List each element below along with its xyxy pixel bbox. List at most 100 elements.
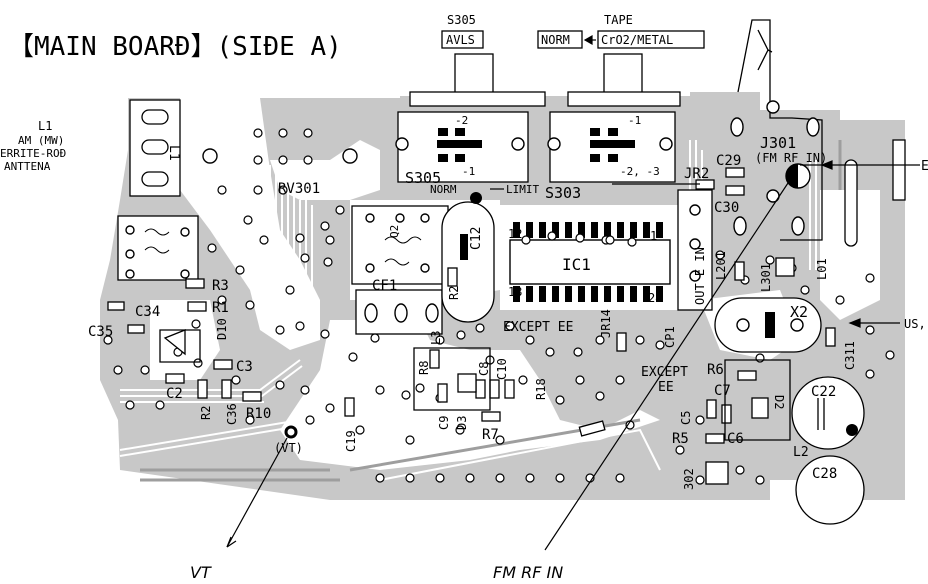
label-except-ee-1: EXCEPT EE (503, 320, 573, 335)
label-s305-pin-2: -2 (455, 114, 468, 127)
label-d10: D10 (215, 318, 229, 340)
label-cf1: CF1 (372, 278, 397, 294)
label-d2: D2 (772, 395, 786, 409)
label-c30: C30 (714, 200, 739, 216)
label-c35: C35 (88, 324, 113, 340)
label-s303-pin-23: -2, -3 (620, 165, 660, 178)
label-s303-pin-1: -1 (628, 114, 641, 127)
label-x2: X2 (790, 303, 808, 321)
label-r5: R5 (672, 431, 689, 447)
label-jr14: JR14 (599, 309, 613, 338)
switch-position-dot (470, 192, 482, 204)
label-fm-rf-in-board: (FM RF IN) (755, 151, 827, 165)
label-antenna-band: AM (MW) (18, 134, 64, 147)
label-ic1-pin24: 24 (648, 291, 662, 305)
switch-s303-body (547, 53, 681, 183)
label-c8: C8 (477, 362, 491, 376)
label-r8: R8 (417, 361, 431, 375)
right-slot (844, 139, 906, 247)
c22-capacitor (791, 376, 865, 450)
label-l2: L2 (793, 445, 809, 460)
label-d3: D3 (455, 416, 469, 430)
label-l01: L01 (815, 258, 829, 280)
label-c34: C34 (135, 304, 160, 320)
label-ic1-pin12: 12 (508, 227, 522, 241)
label-vt-board: (VT) (274, 441, 303, 455)
label-tape: TAPE (604, 13, 633, 27)
label-s303: S303 (545, 184, 581, 202)
label-s305-pin-1: -1 (462, 165, 475, 178)
label-c12: C12 (469, 227, 484, 250)
label-limit-pos: LIMIT (506, 183, 539, 196)
label-r2-upper: R2 (447, 286, 461, 300)
switch-s305-body (395, 53, 546, 183)
label-out-e-in: OUT E IN (693, 247, 707, 305)
label-r6: R6 (707, 362, 724, 378)
label-c28: C28 (812, 466, 837, 482)
transformer-left (117, 215, 199, 281)
label-avls: AVLS (446, 33, 475, 47)
leader-lines (226, 34, 920, 551)
label-r3: R3 (212, 278, 229, 294)
label-c9: C9 (437, 416, 451, 430)
label-edge-e: E (921, 159, 928, 174)
label-l1-coil: L1 (166, 145, 181, 161)
vias (103, 128, 895, 485)
label-norm-box: NORM (541, 33, 570, 47)
label-ic1-pin1: 1 (650, 229, 657, 243)
label-cp1: CP1 (663, 326, 677, 348)
mount-holes (202, 148, 358, 439)
label-cro2-metal: CrO2/METAL (601, 33, 673, 47)
label-r7: R7 (482, 427, 499, 443)
label-ic1: IC1 (562, 255, 591, 274)
label-s305-top: S305 (447, 13, 476, 27)
switch-label-boxes (441, 30, 705, 49)
board-title: 【MAIN BOARĐ】(SIĐE A) (8, 32, 342, 62)
label-c311: C311 (843, 341, 857, 370)
c12-capsule (441, 201, 495, 323)
label-s305-board: S305 (405, 169, 441, 187)
label-c36: C36 (225, 403, 239, 425)
label-q2: Q2 (388, 225, 401, 238)
label-c10: C10 (495, 358, 509, 380)
label-l201: L201 (714, 251, 728, 280)
label-c22: C22 (811, 384, 836, 400)
label-r10: R10 (246, 406, 271, 422)
label-r1: R1 (212, 300, 229, 316)
label-c3: C3 (236, 359, 253, 375)
c28-capacitor (795, 455, 865, 525)
label-except-ee-2b: EE (658, 380, 674, 395)
l1-coil (129, 99, 181, 197)
label-302: 302 (682, 468, 696, 490)
callout-vt: VT (190, 563, 212, 582)
label-antenna-type: ERRITE-ROĐ (0, 147, 66, 160)
ic1-chip (509, 222, 671, 302)
label-c19: C19 (344, 430, 358, 452)
label-norm-pos: NORM (430, 183, 457, 196)
label-c7: C7 (714, 383, 731, 399)
label-except-ee-2a: EXCEPT (641, 365, 688, 380)
label-r2: R2 (199, 406, 213, 420)
label-rv301: RV301 (278, 181, 320, 197)
j301-jack (730, 19, 823, 241)
label-c2: C2 (166, 386, 183, 402)
label-antenna-l1: L1 (38, 119, 52, 133)
label-c6: C6 (727, 431, 744, 447)
label-r18: R18 (534, 378, 548, 400)
label-l301: L301 (759, 263, 773, 292)
label-antenna-word: ANTTENA (4, 160, 51, 173)
label-ic1-pin13: 13 (508, 285, 522, 299)
x2-crystal (714, 297, 822, 353)
label-edge-us: US, (904, 317, 926, 331)
callout-fm-rf-in: FM RF IN (493, 563, 563, 582)
label-jr2: JR2 (684, 166, 709, 182)
label-j301: J301 (760, 134, 796, 152)
small-components (107, 167, 836, 485)
cf1-filter (355, 289, 443, 335)
label-c29: C29 (716, 153, 741, 169)
coil-block (351, 205, 449, 285)
label-c5: C5 (679, 411, 693, 425)
out-in-connector (677, 189, 713, 311)
label-l3: L3 (429, 331, 443, 345)
